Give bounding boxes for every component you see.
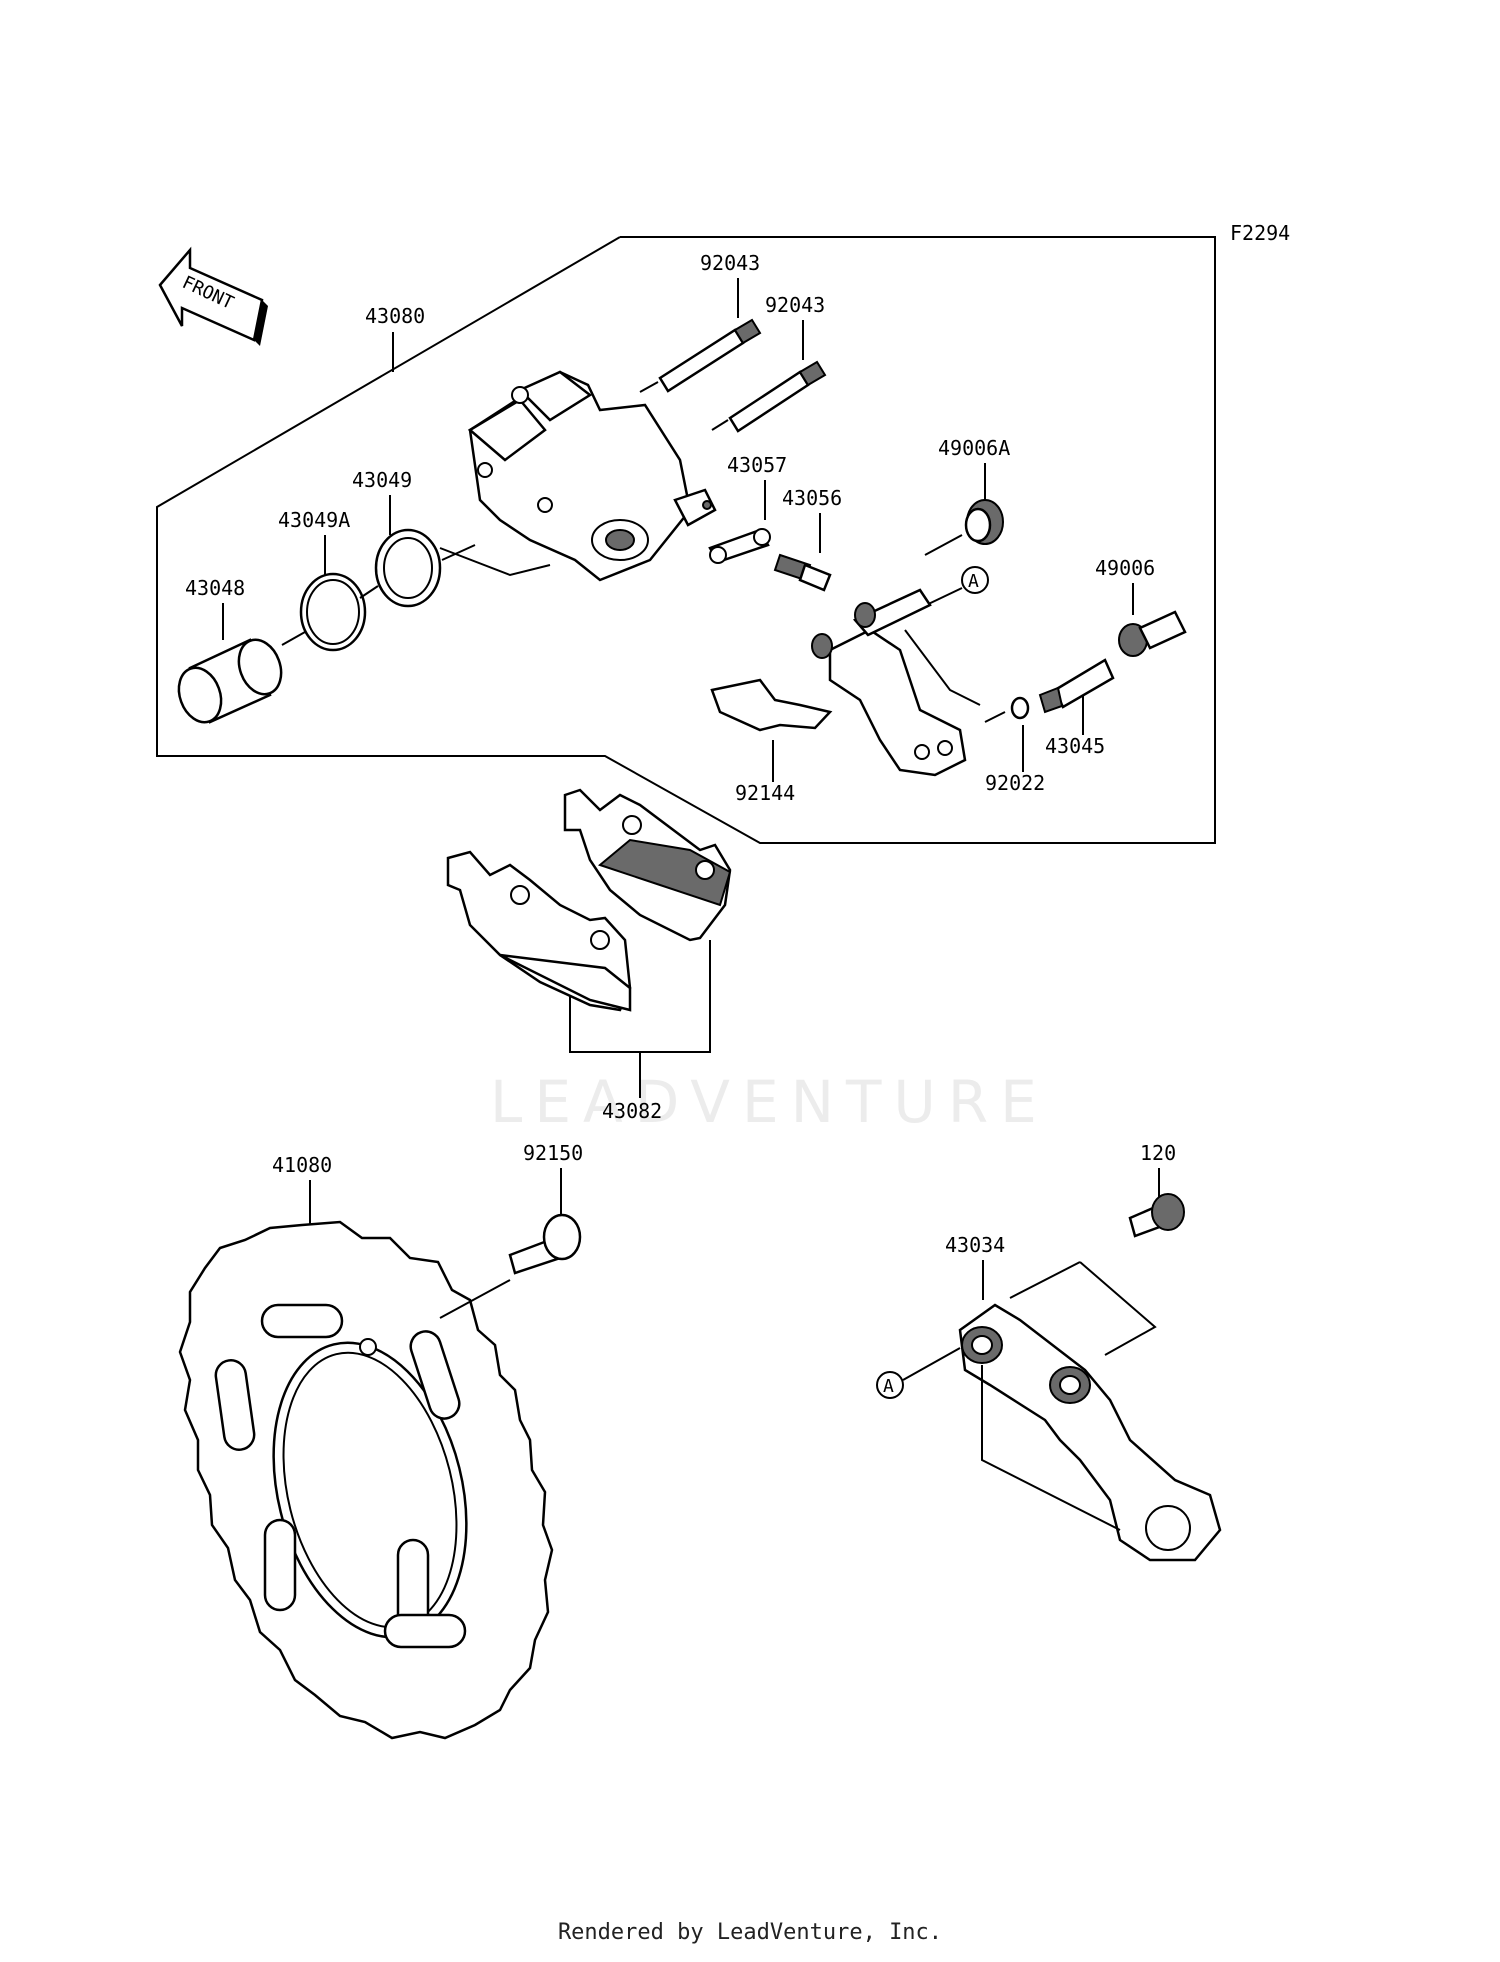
callout-43082: 43082 (569, 940, 711, 1123)
part-label-43049: 43049 (352, 468, 412, 492)
circlip-92022 (984, 696, 1030, 723)
part-label-92043-a: 92043 (700, 251, 760, 275)
part-label-43045: 43045 (1045, 734, 1105, 758)
brake-pad-rear (563, 788, 732, 942)
callout-92043-b: 92043 (765, 293, 825, 360)
seal-43049a (299, 572, 367, 652)
callout-43057: 43057 (727, 453, 787, 520)
callout-a-upper-text: A (968, 571, 979, 592)
part-label-49006: 49006 (1095, 556, 1155, 580)
brake-pad-front (446, 850, 632, 1012)
callout-43045: 43045 (1045, 695, 1105, 758)
part-label-92043-b: 92043 (765, 293, 825, 317)
part-label-43057: 43057 (727, 453, 787, 477)
part-label-43048: 43048 (185, 576, 245, 600)
caliper-bracket (811, 588, 981, 777)
callout-43034: 43034 (945, 1233, 1005, 1300)
callout-92022: 92022 (985, 725, 1045, 795)
caliper-body (439, 370, 717, 582)
callout-43080: 43080 (365, 304, 425, 372)
part-label-43056: 43056 (782, 486, 842, 510)
piston-43048 (177, 638, 283, 724)
part-label-120: 120 (1140, 1141, 1176, 1165)
bleed-cap-43057 (708, 528, 771, 564)
callout-49006a: 49006A (938, 436, 1010, 505)
slide-pin-1 (639, 318, 762, 393)
callout-92144: 92144 (735, 740, 795, 805)
front-arrow-icon: FRONT (158, 246, 268, 346)
part-label-43082: 43082 (602, 1099, 662, 1123)
part-label-43049a: 43049A (278, 508, 350, 532)
watermark-text: LEADVENTURE (490, 1068, 1049, 1136)
part-label-49006a: 49006A (938, 436, 1010, 460)
brake-disc-41080 (178, 1220, 554, 1740)
bushing-49006 (1118, 610, 1187, 657)
bleeder-valve-43056 (773, 553, 832, 592)
part-label-92144: 92144 (735, 781, 795, 805)
callout-49006: 49006 (1095, 556, 1155, 615)
pad-spring-92144 (710, 678, 833, 732)
callout-43056: 43056 (782, 486, 842, 553)
footer-credit: Rendered by LeadVenture, Inc. (557, 1920, 943, 1945)
figure-code: F2294 (1230, 221, 1290, 245)
caliper-assembly-boundary (156, 236, 1216, 844)
bolt-120 (1009, 1193, 1185, 1356)
part-label-92150: 92150 (523, 1141, 583, 1165)
callout-43049: 43049 (352, 468, 412, 535)
part-label-43080: 43080 (365, 304, 425, 328)
callout-43048: 43048 (185, 576, 245, 640)
bushing-49006a (924, 499, 1004, 556)
callout-41080: 41080 (272, 1153, 332, 1225)
callout-92043-a: 92043 (700, 251, 760, 318)
part-label-43034: 43034 (945, 1233, 1005, 1257)
slide-pin-2 (711, 360, 827, 433)
callout-a-lower: A (876, 1347, 961, 1399)
torque-link-43034 (958, 1303, 1222, 1562)
callout-a-lower-text: A (883, 1376, 894, 1397)
disc-bolt-92150 (508, 1213, 582, 1275)
callout-43049a: 43049A (278, 508, 350, 580)
callout-92150: 92150 (523, 1141, 583, 1215)
part-label-92022: 92022 (985, 771, 1045, 795)
part-label-41080: 41080 (272, 1153, 332, 1177)
callout-120: 120 (1140, 1141, 1176, 1200)
bolt-43045 (1038, 658, 1115, 714)
seal-43049 (374, 528, 442, 608)
callout-a-upper: A (919, 566, 989, 609)
